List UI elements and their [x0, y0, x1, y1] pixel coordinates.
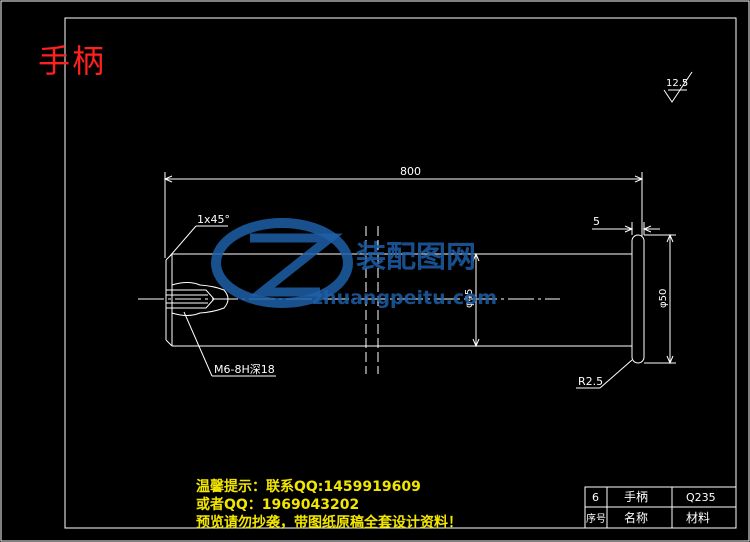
- thread-hole: [166, 282, 229, 316]
- chamfer-label: 1x45°: [197, 213, 230, 226]
- tb-material: Q235: [686, 491, 716, 504]
- watermark-logo: [211, 218, 353, 308]
- thread-label: M6-8H深18: [214, 363, 275, 376]
- watermark-text-en: zhuangpeitu.com: [312, 287, 497, 309]
- end-cap: [631, 234, 645, 364]
- mid-diameter-label: φ45: [464, 289, 475, 308]
- notice-line-1: 温馨提示：联系QQ:1459919609: [196, 479, 421, 495]
- length-dimension: [163, 172, 644, 258]
- end-width-label: 5: [593, 215, 600, 228]
- end-width-dimension: [592, 222, 660, 235]
- chamfer-leader: [169, 225, 228, 257]
- tb-name-header: 名称: [624, 510, 648, 525]
- end-diameter-dimension: [644, 233, 676, 365]
- tb-name: 手柄: [624, 490, 648, 504]
- notice-line-3: 预览请勿抄袭，带图纸原稿全套设计资料！: [196, 515, 462, 531]
- watermark-text-cn: 装配图网: [356, 240, 476, 275]
- drawing-title: 手柄: [38, 42, 107, 80]
- tb-index: 6: [592, 491, 599, 504]
- tb-material-header: 材料: [686, 511, 710, 525]
- radius-label: R2.5: [578, 375, 603, 388]
- inner-border: [64, 17, 737, 529]
- length-label: 800: [400, 165, 421, 178]
- radius-leader: [576, 359, 633, 389]
- notice-line-2: 或者QQ：1969043202: [196, 497, 360, 513]
- mid-diameter-dimension: [472, 252, 480, 348]
- tb-index-header: 序号: [586, 512, 606, 525]
- roughness-value: 12.5: [666, 78, 688, 89]
- title-block: [584, 486, 737, 529]
- shaft-body: [165, 253, 632, 347]
- watermark-z-mark: [249, 233, 343, 297]
- break-lines: [365, 226, 379, 374]
- roughness-symbol: [663, 71, 693, 103]
- thread-leader: [183, 311, 276, 377]
- end-diameter-label: φ50: [658, 289, 669, 308]
